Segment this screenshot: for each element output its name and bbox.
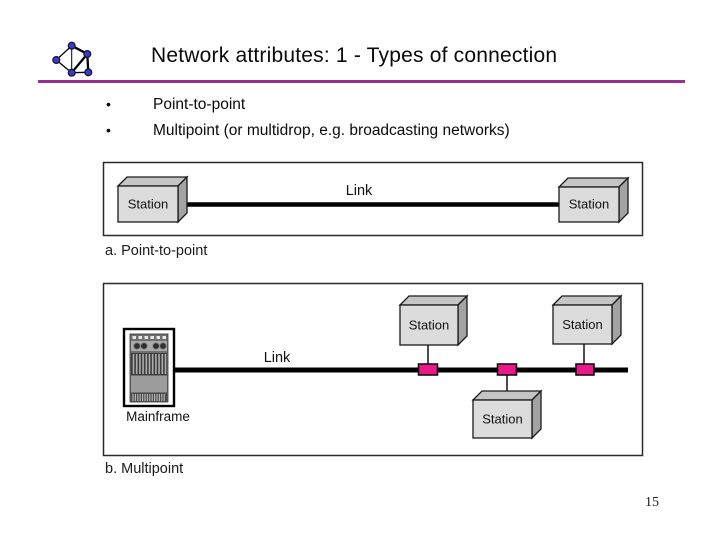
link-label: Link — [264, 350, 291, 366]
station-box — [557, 176, 630, 224]
mainframe-indicator-lights — [132, 336, 166, 339]
figure-frame — [102, 161, 644, 237]
mainframe-reels — [133, 342, 167, 350]
network-graph-icon — [52, 41, 93, 77]
mainframe-blank-panel — [131, 376, 167, 392]
figure-caption: b. Multipoint — [105, 461, 183, 477]
mainframe-lower-vent-slats — [132, 394, 165, 401]
tap-connectors — [417, 363, 595, 376]
bullet-item-multipoint: • Multipoint (or multidrop, e.g. broadcas… — [106, 122, 666, 140]
tap-connector — [417, 363, 439, 376]
tap-connector — [496, 363, 518, 376]
title-divider-rule — [38, 80, 685, 83]
logo-nodes — [52, 41, 93, 77]
bullet-marker: • — [106, 122, 111, 138]
station-box — [116, 175, 189, 224]
mainframe-reel-panel — [131, 341, 167, 351]
station-box — [398, 294, 469, 347]
station-label: Station — [569, 197, 609, 212]
bullet-item-point-to-point: • Point-to-point — [106, 96, 666, 114]
bullet-text: Point-to-point — [153, 96, 246, 113]
station-label: Station — [482, 412, 522, 427]
mainframe-label: Mainframe — [126, 409, 190, 424]
tap-connector — [575, 363, 595, 376]
point-to-point-figure: Link Station Station a. Point-to-point — [102, 161, 644, 259]
station-box — [551, 294, 623, 346]
bullet-marker: • — [106, 96, 111, 112]
slide-title: Network attributes: 1 - Types of connect… — [151, 44, 558, 67]
mainframe-icon — [122, 327, 176, 408]
station-label: Station — [128, 197, 168, 212]
multipoint-figure: Link — [102, 282, 644, 477]
station-label: Station — [562, 317, 602, 332]
mainframe-vent-slats — [132, 354, 167, 374]
figure-caption: a. Point-to-point — [105, 243, 207, 259]
page-number: 15 — [645, 495, 659, 510]
station-box — [471, 389, 543, 440]
logo-edges — [55, 44, 90, 74]
station-label: Station — [409, 318, 449, 333]
link-label: Link — [346, 183, 373, 199]
bullet-text: Multipoint (or multidrop, e.g. broadcast… — [153, 122, 510, 139]
mainframe-lower-vent — [131, 393, 167, 402]
